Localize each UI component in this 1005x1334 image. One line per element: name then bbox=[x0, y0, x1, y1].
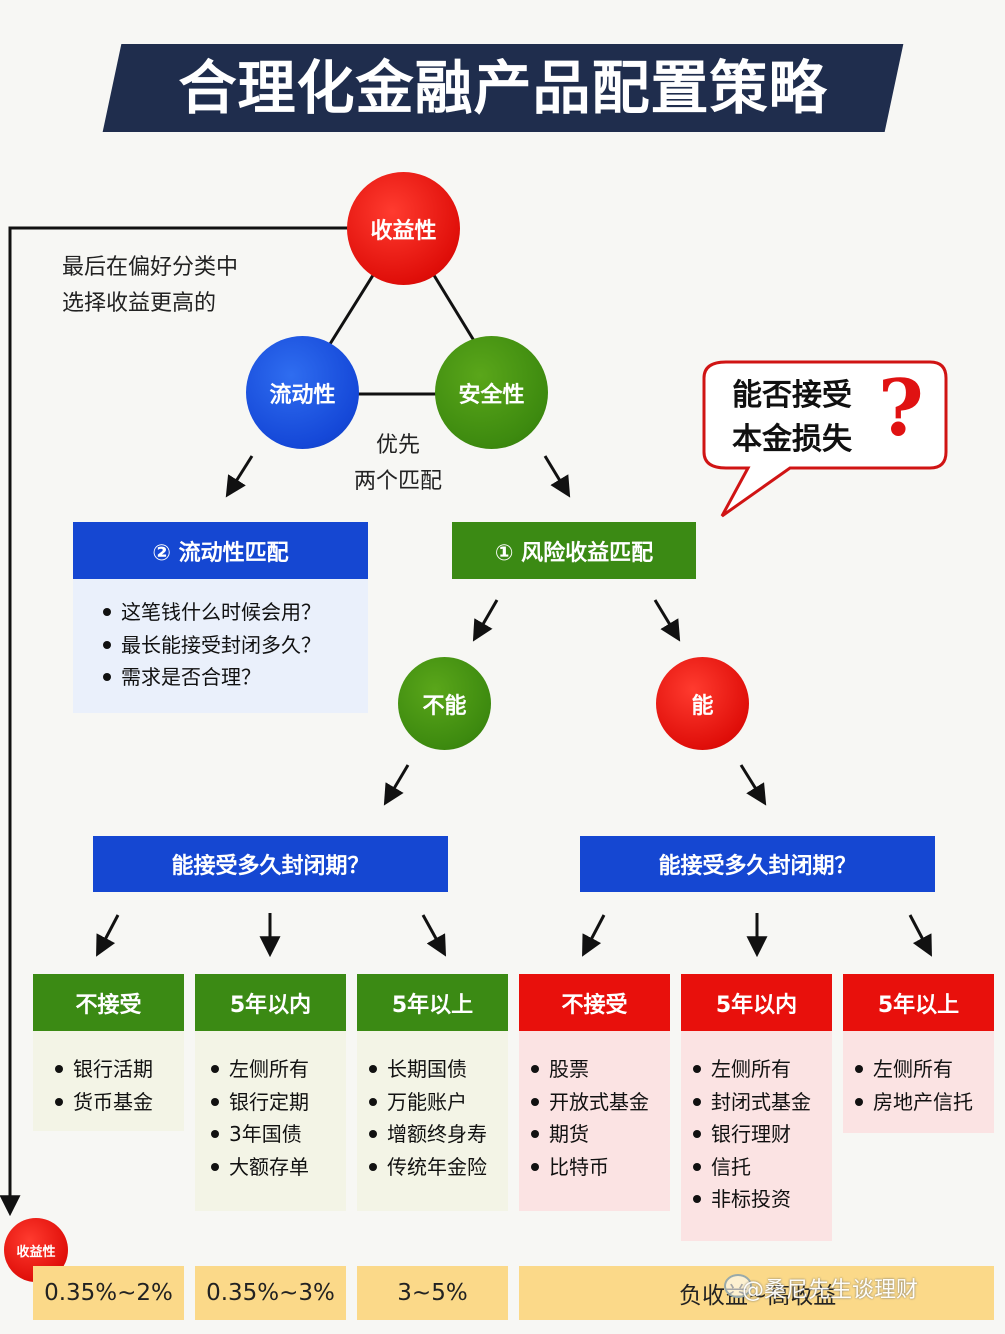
list-item: 封闭式基金 bbox=[691, 1086, 832, 1119]
product-list: 股票 开放式基金 期货 比特币 bbox=[529, 1053, 670, 1183]
liquidity-match-label: ② 流动性匹配 bbox=[152, 540, 289, 566]
list-item: 需求是否合理？ bbox=[101, 661, 368, 694]
safety-circle: 安全性 bbox=[435, 336, 548, 449]
list-item: 非标投资 bbox=[691, 1183, 832, 1216]
can-label: 能 bbox=[691, 693, 714, 719]
product-list: 长期国债 万能账户 增额终身寿 传统年金险 bbox=[367, 1053, 508, 1183]
profitability-circle: 收益性 bbox=[347, 172, 460, 285]
yield-cell: 0.35%~3% bbox=[195, 1266, 346, 1320]
liquidity-circle: 流动性 bbox=[246, 336, 359, 449]
list-item: 左侧所有 bbox=[853, 1053, 994, 1086]
category-header: 5年以上 bbox=[357, 974, 508, 1031]
yield-value: 0.35%~2% bbox=[44, 1280, 173, 1306]
category-panel: 股票 开放式基金 期货 比特币 bbox=[519, 1031, 670, 1211]
list-item: 增额终身寿 bbox=[367, 1118, 508, 1151]
bubble-line: 本金损失 bbox=[732, 422, 852, 457]
category-label: 5年以上 bbox=[877, 992, 960, 1018]
left-note-line: 最后在偏好分类中 bbox=[62, 255, 239, 280]
cannot-accept-circle: 不能 bbox=[398, 657, 491, 750]
liquidity-match-header: ② 流动性匹配 bbox=[73, 522, 368, 579]
risk-match-header: ① 风险收益匹配 bbox=[452, 522, 696, 579]
category-label: 不接受 bbox=[561, 992, 628, 1018]
liquidity-label: 流动性 bbox=[269, 382, 336, 408]
list-item: 银行活期 bbox=[53, 1053, 184, 1086]
category-header: 5年以内 bbox=[195, 974, 346, 1031]
category-header: 5年以内 bbox=[681, 974, 832, 1031]
center-note: 优先 两个匹配 bbox=[340, 428, 456, 500]
list-item: 银行定期 bbox=[209, 1086, 346, 1119]
category-panel: 左侧所有 封闭式基金 银行理财 信托 非标投资 bbox=[681, 1031, 832, 1241]
liquidity-question-list: 这笔钱什么时候会用？ 最长能接受封闭多久？ 需求是否合理？ bbox=[101, 596, 368, 694]
category-panel: 银行活期 货币基金 bbox=[33, 1031, 184, 1131]
list-item: 这笔钱什么时候会用？ bbox=[101, 596, 368, 629]
category-panel: 长期国债 万能账户 增额终身寿 传统年金险 bbox=[357, 1031, 508, 1211]
list-item: 货币基金 bbox=[53, 1086, 184, 1119]
watermark: @桑尼先生谈理财 bbox=[742, 1278, 919, 1303]
period-question-right: 能接受多久封闭期？ bbox=[580, 836, 935, 892]
list-item: 股票 bbox=[529, 1053, 670, 1086]
product-list: 左侧所有 银行定期 3年国债 大额存单 bbox=[209, 1053, 346, 1183]
category-label: 不接受 bbox=[75, 992, 142, 1018]
yield-badge-label: 收益性 bbox=[16, 1244, 56, 1260]
liquidity-match-panel: 这笔钱什么时候会用？ 最长能接受封闭多久？ 需求是否合理？ bbox=[73, 579, 368, 713]
category-panel: 左侧所有 房地产信托 bbox=[843, 1031, 994, 1133]
page-title: 合理化金融产品配置策略 bbox=[178, 54, 828, 122]
yield-cell: 负收益~高收益 bbox=[519, 1266, 994, 1320]
question-mark-icon: ? bbox=[878, 363, 924, 454]
product-list: 银行活期 货币基金 bbox=[53, 1053, 184, 1118]
list-item: 最长能接受封闭多久？ bbox=[101, 629, 368, 662]
safety-label: 安全性 bbox=[458, 382, 525, 408]
list-item: 传统年金险 bbox=[367, 1151, 508, 1184]
can-accept-circle: 能 bbox=[656, 657, 749, 750]
list-item: 期货 bbox=[529, 1118, 670, 1151]
list-item: 银行理财 bbox=[691, 1118, 832, 1151]
list-item: 开放式基金 bbox=[529, 1086, 670, 1119]
speech-bubble-text: 能否接受 本金损失 bbox=[732, 374, 852, 462]
center-note-line: 优先 bbox=[375, 433, 420, 458]
wechat-icon bbox=[724, 1274, 752, 1298]
category-header: 5年以上 bbox=[843, 974, 994, 1031]
category-label: 5年以内 bbox=[715, 992, 798, 1018]
list-item: 左侧所有 bbox=[691, 1053, 832, 1086]
risk-match-label: ① 风险收益匹配 bbox=[494, 540, 654, 566]
list-item: 长期国债 bbox=[367, 1053, 508, 1086]
category-header: 不接受 bbox=[33, 974, 184, 1031]
category-header: 不接受 bbox=[519, 974, 670, 1031]
product-list: 左侧所有 房地产信托 bbox=[853, 1053, 994, 1118]
yield-value: 3~5% bbox=[397, 1280, 468, 1306]
bubble-line: 能否接受 bbox=[732, 378, 852, 413]
center-note-line: 两个匹配 bbox=[353, 469, 442, 494]
cannot-label: 不能 bbox=[422, 693, 467, 719]
period-question-left: 能接受多久封闭期？ bbox=[93, 836, 448, 892]
yield-value: 0.35%~3% bbox=[206, 1280, 335, 1306]
category-label: 5年以内 bbox=[229, 992, 312, 1018]
left-note: 最后在偏好分类中 选择收益更高的 bbox=[62, 250, 238, 322]
list-item: 信托 bbox=[691, 1151, 832, 1184]
yield-cell: 3~5% bbox=[357, 1266, 508, 1320]
list-item: 房地产信托 bbox=[853, 1086, 994, 1119]
yield-cell: 0.35%~2% bbox=[33, 1266, 184, 1320]
period-question-label: 能接受多久封闭期？ bbox=[658, 854, 857, 879]
left-note-line: 选择收益更高的 bbox=[62, 291, 217, 316]
list-item: 3年国债 bbox=[209, 1118, 346, 1151]
category-label: 5年以上 bbox=[391, 992, 474, 1018]
list-item: 比特币 bbox=[529, 1151, 670, 1184]
list-item: 万能账户 bbox=[367, 1086, 508, 1119]
period-question-label: 能接受多久封闭期？ bbox=[171, 854, 370, 879]
product-list: 左侧所有 封闭式基金 银行理财 信托 非标投资 bbox=[691, 1053, 832, 1216]
profitability-label: 收益性 bbox=[370, 218, 437, 244]
list-item: 大额存单 bbox=[209, 1151, 346, 1184]
list-item: 左侧所有 bbox=[209, 1053, 346, 1086]
yield-value: 负收益~高收益 bbox=[679, 1283, 837, 1309]
category-panel: 左侧所有 银行定期 3年国债 大额存单 bbox=[195, 1031, 346, 1211]
